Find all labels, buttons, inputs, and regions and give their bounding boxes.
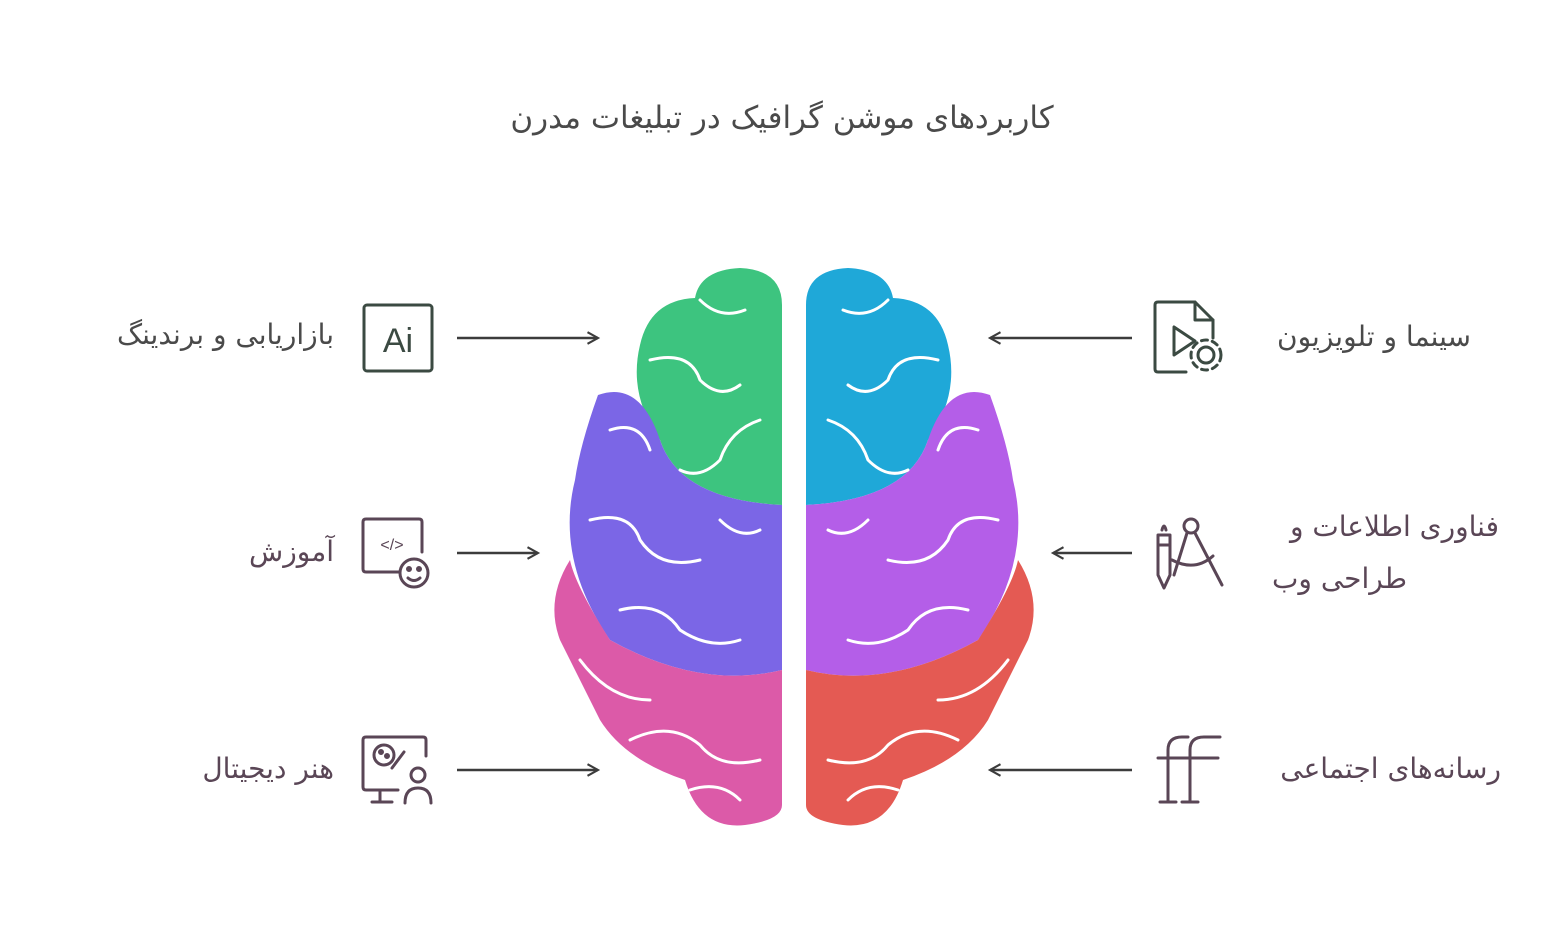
label-marketing-branding: بازاریابی و برندینگ <box>117 318 334 351</box>
label-it-web-line2: طراحی وب <box>1272 562 1407 595</box>
label-cinema-tv: سینما و تلویزیون <box>1277 320 1471 353</box>
brain-illustration <box>554 268 1034 826</box>
svg-text:Ai: Ai <box>383 322 413 360</box>
brain-lobe-red <box>806 560 1034 826</box>
svg-text:</>: </> <box>380 537 403 554</box>
code-learning-icon: </> <box>361 517 430 589</box>
page-title: کاربردهای موشن گرافیک در تبلیغات مدرن <box>510 100 1054 136</box>
label-education: آموزش <box>249 535 334 568</box>
brain-lobe-indigo <box>569 392 782 676</box>
brain-lobe-pink <box>554 560 782 826</box>
digital-art-icon <box>361 735 433 805</box>
label-it-web-line1: فناوری اطلاعات و <box>1289 510 1499 543</box>
design-tools-icon <box>1156 517 1224 590</box>
brain-lobe-violet <box>806 392 1019 676</box>
connector-arrows <box>457 331 1132 777</box>
label-social-media: رسانه‌های اجتماعی <box>1280 752 1501 785</box>
ff-ligature-icon <box>1156 735 1222 804</box>
label-digital-art: هنر دیجیتال <box>202 752 334 785</box>
video-settings-icon <box>1153 300 1223 374</box>
ai-icon: Ai <box>362 303 434 373</box>
